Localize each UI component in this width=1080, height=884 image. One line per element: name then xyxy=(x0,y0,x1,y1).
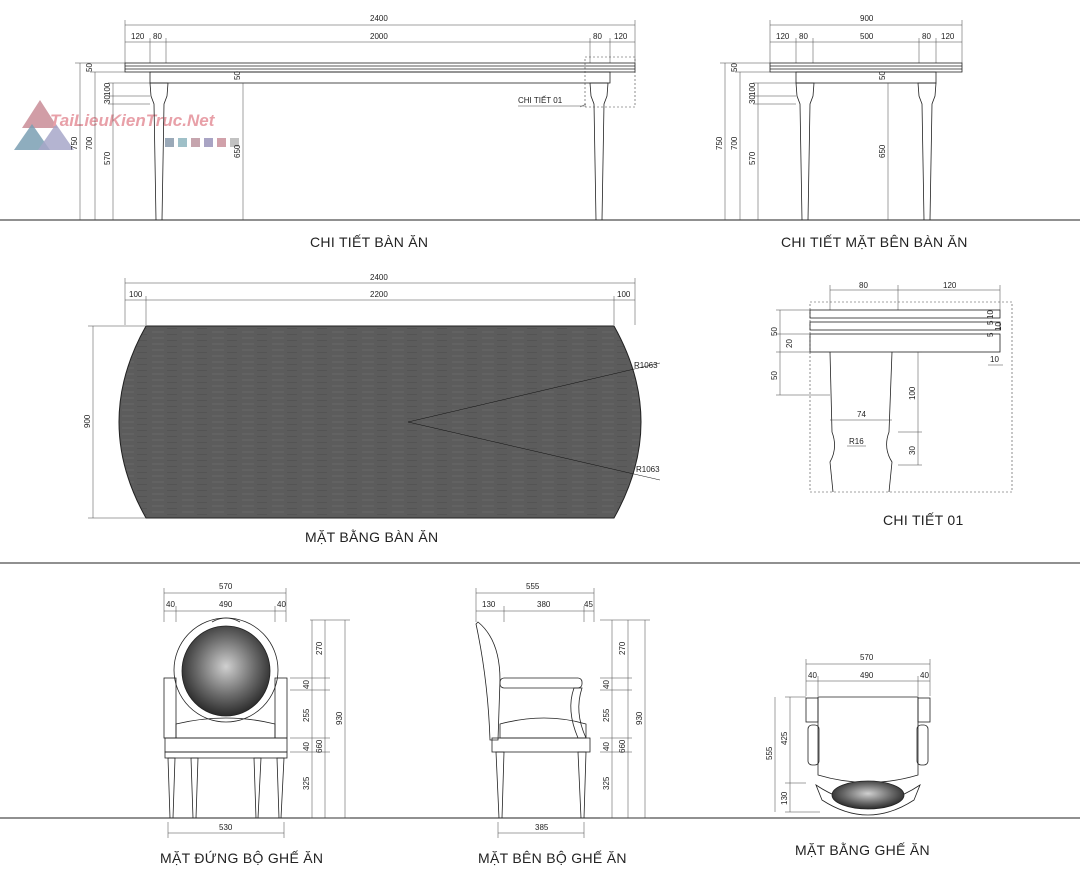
dim-label: 900 xyxy=(83,414,92,428)
dim-label: 80 xyxy=(859,281,868,290)
dim-label: 650 xyxy=(878,144,887,158)
dim-label: 74 xyxy=(857,410,866,419)
dim-label: 2400 xyxy=(370,14,388,23)
dim-label: 120 xyxy=(131,32,145,41)
dim-label: 20 xyxy=(785,339,794,348)
dim-label: 2000 xyxy=(370,32,388,41)
table-plan: 2400 100 2200 100 R1063 R1063 900 MẶT BẰ… xyxy=(83,273,660,545)
detail-callout: CHI TIẾT 01 xyxy=(518,95,563,105)
dim-label: 80 xyxy=(799,32,808,41)
dim-label: 100 xyxy=(103,82,112,96)
dim-label: 120 xyxy=(943,281,957,290)
watermark-logo: TaiLieuKienTruc.Net xyxy=(14,100,239,150)
chair-plan: 570 40 490 40 555 425 130 MẶT BẰNG GHẾ Ă… xyxy=(765,653,931,858)
dim-label: 2200 xyxy=(370,290,388,299)
title-detail-01: CHI TIẾT 01 xyxy=(883,512,964,528)
dim-label: 50 xyxy=(730,63,739,72)
detail-01: 80 120 10 5 10 5 10 50 20 50 74 100 30 R… xyxy=(770,281,1013,528)
dim-label: 700 xyxy=(85,136,94,150)
dim-label: 40 xyxy=(277,600,286,609)
dim-label: 930 xyxy=(335,711,344,725)
dim-label: 120 xyxy=(941,32,955,41)
dim-label: 50 xyxy=(878,71,887,80)
dim-label: 650 xyxy=(233,144,242,158)
dim-label: 10 xyxy=(990,355,999,364)
dim-label: 50 xyxy=(770,371,779,380)
dim-label: 255 xyxy=(602,708,611,722)
dim-label: 80 xyxy=(922,32,931,41)
dim-label: R1063 xyxy=(634,361,658,370)
dim-label: 270 xyxy=(618,641,627,655)
table-elevation: 2400 120 80 2000 80 120 CHI TIẾT 01 50 1… xyxy=(70,14,636,250)
title-chair-front: MẶT ĐỨNG BỘ GHẾ ĂN xyxy=(160,850,323,866)
watermark-text: TaiLieuKienTruc.Net xyxy=(50,111,216,130)
dim-label: 555 xyxy=(526,582,540,591)
dim-label: 555 xyxy=(765,746,774,760)
dim-label: 930 xyxy=(635,711,644,725)
chair-side-elevation: 555 130 380 45 270 40 255 40 325 930 660… xyxy=(475,582,650,866)
dim-label: R1063 xyxy=(636,465,660,474)
dim-label: 50 xyxy=(233,71,242,80)
dim-label: 5 xyxy=(986,320,995,325)
dim-label: 40 xyxy=(302,742,311,751)
dim-label: 40 xyxy=(602,680,611,689)
dim-label: 5 xyxy=(986,332,995,337)
dim-label: 30 xyxy=(748,95,757,104)
dim-label: 130 xyxy=(482,600,496,609)
dim-label: 490 xyxy=(219,600,233,609)
dim-label: 40 xyxy=(920,671,929,680)
dim-label: 100 xyxy=(908,386,917,400)
dim-label: 10 xyxy=(986,310,995,319)
dim-label: 120 xyxy=(776,32,790,41)
dim-label: 500 xyxy=(860,32,874,41)
dim-label: 40 xyxy=(302,680,311,689)
dim-label: 255 xyxy=(302,708,311,722)
dim-label: 10 xyxy=(994,322,1003,331)
dim-label: 385 xyxy=(535,823,549,832)
table-side-elevation: 900 120 80 500 80 120 50 100 30 750 700 … xyxy=(715,14,968,250)
dim-label: 660 xyxy=(618,739,627,753)
dim-label: 380 xyxy=(537,600,551,609)
chair-front-elevation: 570 40 490 40 270 40 255 40 325 930 660 xyxy=(160,582,350,866)
title-table-side: CHI TIẾT MẶT BÊN BÀN ĂN xyxy=(781,234,968,250)
dim-label: 40 xyxy=(602,742,611,751)
dim-label: 2400 xyxy=(370,273,388,282)
dim-label: 490 xyxy=(860,671,874,680)
dim-label: 425 xyxy=(780,731,789,745)
dim-label: 100 xyxy=(748,82,757,96)
dim-label: 80 xyxy=(593,32,602,41)
dim-label: 750 xyxy=(715,136,724,150)
dim-label: 120 xyxy=(614,32,628,41)
dim-label: 30 xyxy=(908,446,917,455)
dim-label: 325 xyxy=(302,776,311,790)
dim-label: 50 xyxy=(770,327,779,336)
dim-label: R16 xyxy=(849,437,864,446)
dim-label: 130 xyxy=(780,791,789,805)
dim-label: 30 xyxy=(103,95,112,104)
dim-label: 900 xyxy=(860,14,874,23)
dim-label: 40 xyxy=(166,600,175,609)
dim-label: 80 xyxy=(153,32,162,41)
dim-label: 325 xyxy=(602,776,611,790)
title-chair-plan: MẶT BẰNG GHẾ ĂN xyxy=(795,841,930,858)
dim-label: 100 xyxy=(129,290,143,299)
dim-label: 45 xyxy=(584,600,593,609)
dim-label: 660 xyxy=(315,739,324,753)
dim-label: 100 xyxy=(617,290,631,299)
dim-label: 700 xyxy=(730,136,739,150)
dim-label: 570 xyxy=(748,151,757,165)
dim-label: 570 xyxy=(103,151,112,165)
dim-label: 50 xyxy=(85,63,94,72)
dim-label: 570 xyxy=(219,582,233,591)
title-table-plan: MẶT BẰNG BÀN ĂN xyxy=(305,528,438,545)
dim-label: 530 xyxy=(219,823,233,832)
dim-label: 270 xyxy=(315,641,324,655)
dim-label: 570 xyxy=(860,653,874,662)
dim-label: 40 xyxy=(808,671,817,680)
dim-label: 750 xyxy=(70,136,79,150)
title-chair-side: MẶT BÊN BỘ GHẾ ĂN xyxy=(478,850,627,866)
title-table-elevation: CHI TIẾT BÀN ĂN xyxy=(310,234,428,250)
